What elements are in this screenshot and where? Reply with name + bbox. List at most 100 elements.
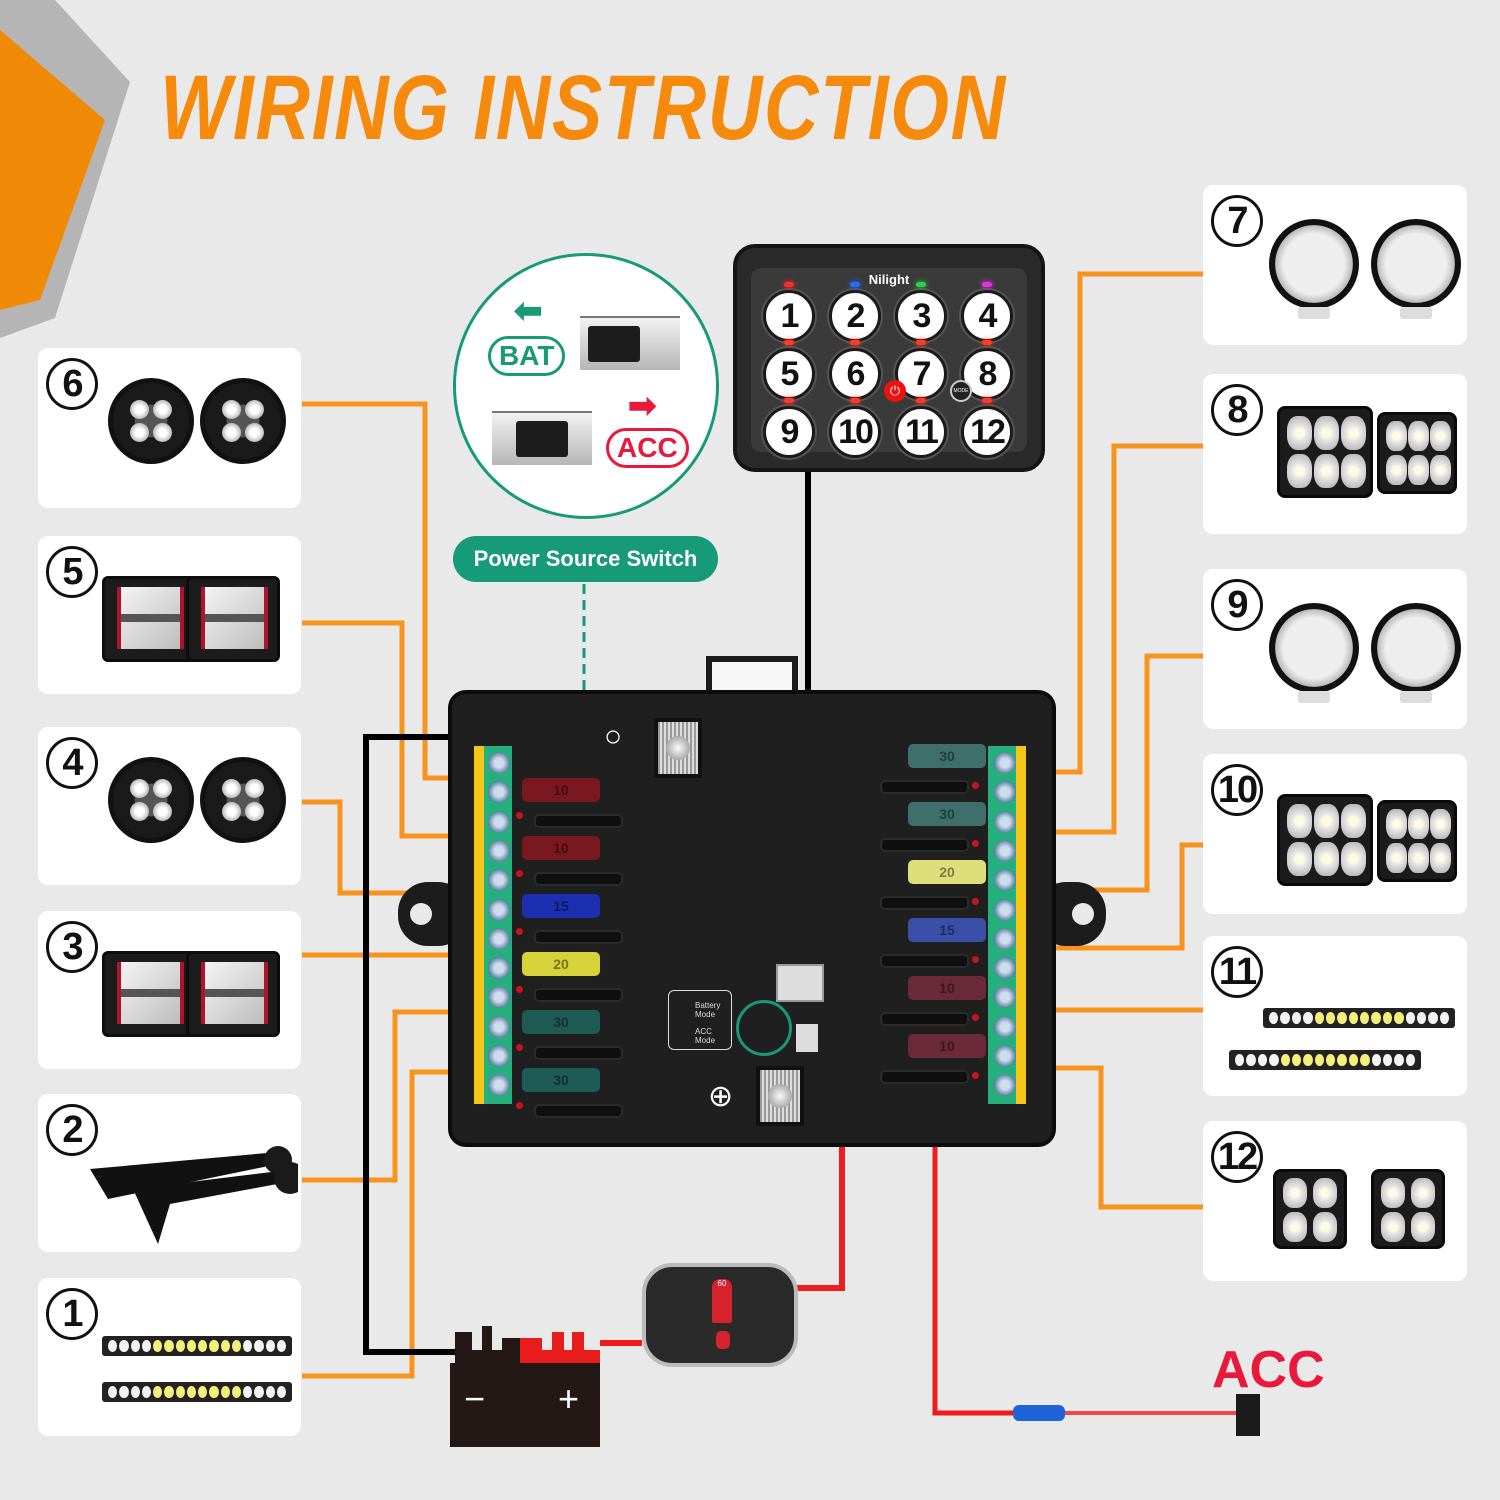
led-icon [1280,1054,1290,1066]
add-a-circuit-fuse-tap [1236,1394,1260,1436]
led-icon [1430,809,1452,840]
terminal-screw [488,752,510,774]
wire-channel-12 [1030,1065,1203,1210]
acc-mode-label: ACC Mode [695,1027,716,1045]
controller-button-1[interactable]: 1 [763,290,815,342]
led-icon [1430,421,1452,452]
fuse-slot [880,1012,969,1026]
terminal-screw [994,898,1016,921]
cube-light-icon [186,951,280,1037]
led-icon [153,1340,163,1352]
led-icon [1314,415,1340,451]
led-icon [152,778,173,799]
led-icon [1380,1177,1406,1208]
led-icon [220,1340,230,1352]
cube-light-icon [102,576,196,662]
fuse-left-2: 10 [522,836,600,860]
mount-bracket [1400,307,1432,319]
terminal-screw [994,869,1016,892]
controller-button-2[interactable]: 2 [829,290,881,342]
negative-symbol: ○ [604,720,623,753]
fuse-status-led [516,870,523,877]
positive-stud [756,1066,804,1126]
controller-button-9[interactable]: 9 [763,406,815,458]
arrow-left-icon: ⬅ [514,292,543,330]
led-icon [164,1340,174,1352]
fuse-status-led [972,840,979,847]
led-icon [1394,1054,1404,1066]
onboard-switch-highlight [736,1000,792,1056]
fuse-status-led [516,1044,523,1051]
channel-card-4: 4 [38,727,301,885]
channel-card-11: 11 [1203,936,1467,1096]
controller-button-11[interactable]: 11 [895,406,947,458]
channel-number: 1 [46,1288,98,1340]
terminal-screw [994,957,1016,980]
controller-button-3[interactable]: 3 [895,290,947,342]
led-icon [1341,841,1367,877]
led-icon [1326,1054,1336,1066]
fuse-status-led [516,1102,523,1109]
led-icon [1282,1177,1308,1208]
indicator-led [850,340,860,345]
led-icon [1314,453,1340,489]
led-icon [221,801,242,822]
led-icon [1394,1012,1404,1024]
controller-button-12[interactable]: 12 [961,406,1013,458]
led-icon [1269,1054,1279,1066]
negative-stud [654,718,702,778]
fuse-slot [880,780,969,794]
power-button[interactable]: ⏻ [884,380,906,402]
channel-number: 2 [46,1104,98,1156]
led-icon [129,801,150,822]
fuse-right-2: 30 [908,802,986,826]
channel-card-5: 5 [38,536,301,694]
led-icon [108,1340,118,1352]
led-icon [254,1386,264,1398]
led-icon [186,1340,196,1352]
led-icon [152,801,173,822]
mode-button[interactable]: MODE [950,380,972,402]
controller-button-4[interactable]: 4 [961,290,1013,342]
channel-card-3: 3 [38,911,301,1069]
round-light-icon [200,757,286,843]
controller-button-10[interactable]: 10 [829,406,881,458]
led-icon [1382,1054,1393,1066]
led-icon [220,1386,230,1398]
terminal-block-right [988,746,1026,1104]
brand-logo: Nilight [868,272,910,287]
led-icon [129,778,150,799]
led-icon [1287,453,1313,489]
led-icon [209,1386,219,1398]
fuse-slot [880,838,969,852]
led-icon [276,1386,286,1398]
fuse-left-3: 15 [522,894,600,918]
terminal-screw [488,781,510,804]
terminal-screw [994,1074,1016,1097]
controller-button-6[interactable]: 6 [829,348,881,400]
round-driving-light-icon [1371,219,1461,319]
channel-card-10: 10 [1203,754,1467,914]
led-icon [1416,1012,1427,1024]
channel-card-9: 9 [1203,569,1467,729]
light-bar-icon [1263,1008,1455,1028]
led-icon [244,399,265,420]
led-icon [164,1386,174,1398]
indicator-led [850,398,860,403]
terminal-screw [994,927,1016,950]
circuit-breaker: 60 [642,1263,798,1367]
round-driving-light-icon [1371,603,1461,703]
power-source-switch-label: Power Source Switch [453,536,718,582]
air-horn-icon [90,1146,298,1244]
led-icon [1325,1012,1336,1024]
led-icon [1341,803,1367,839]
positive-symbol: ⊕ [708,1080,734,1113]
led-icon [1257,1054,1268,1066]
square-light-icon [1371,1169,1445,1249]
controller-button-5[interactable]: 5 [763,348,815,400]
led-icon [141,1340,151,1352]
indicator-led [784,282,794,287]
led-icon [1235,1054,1245,1066]
led-icon [1314,1054,1324,1066]
